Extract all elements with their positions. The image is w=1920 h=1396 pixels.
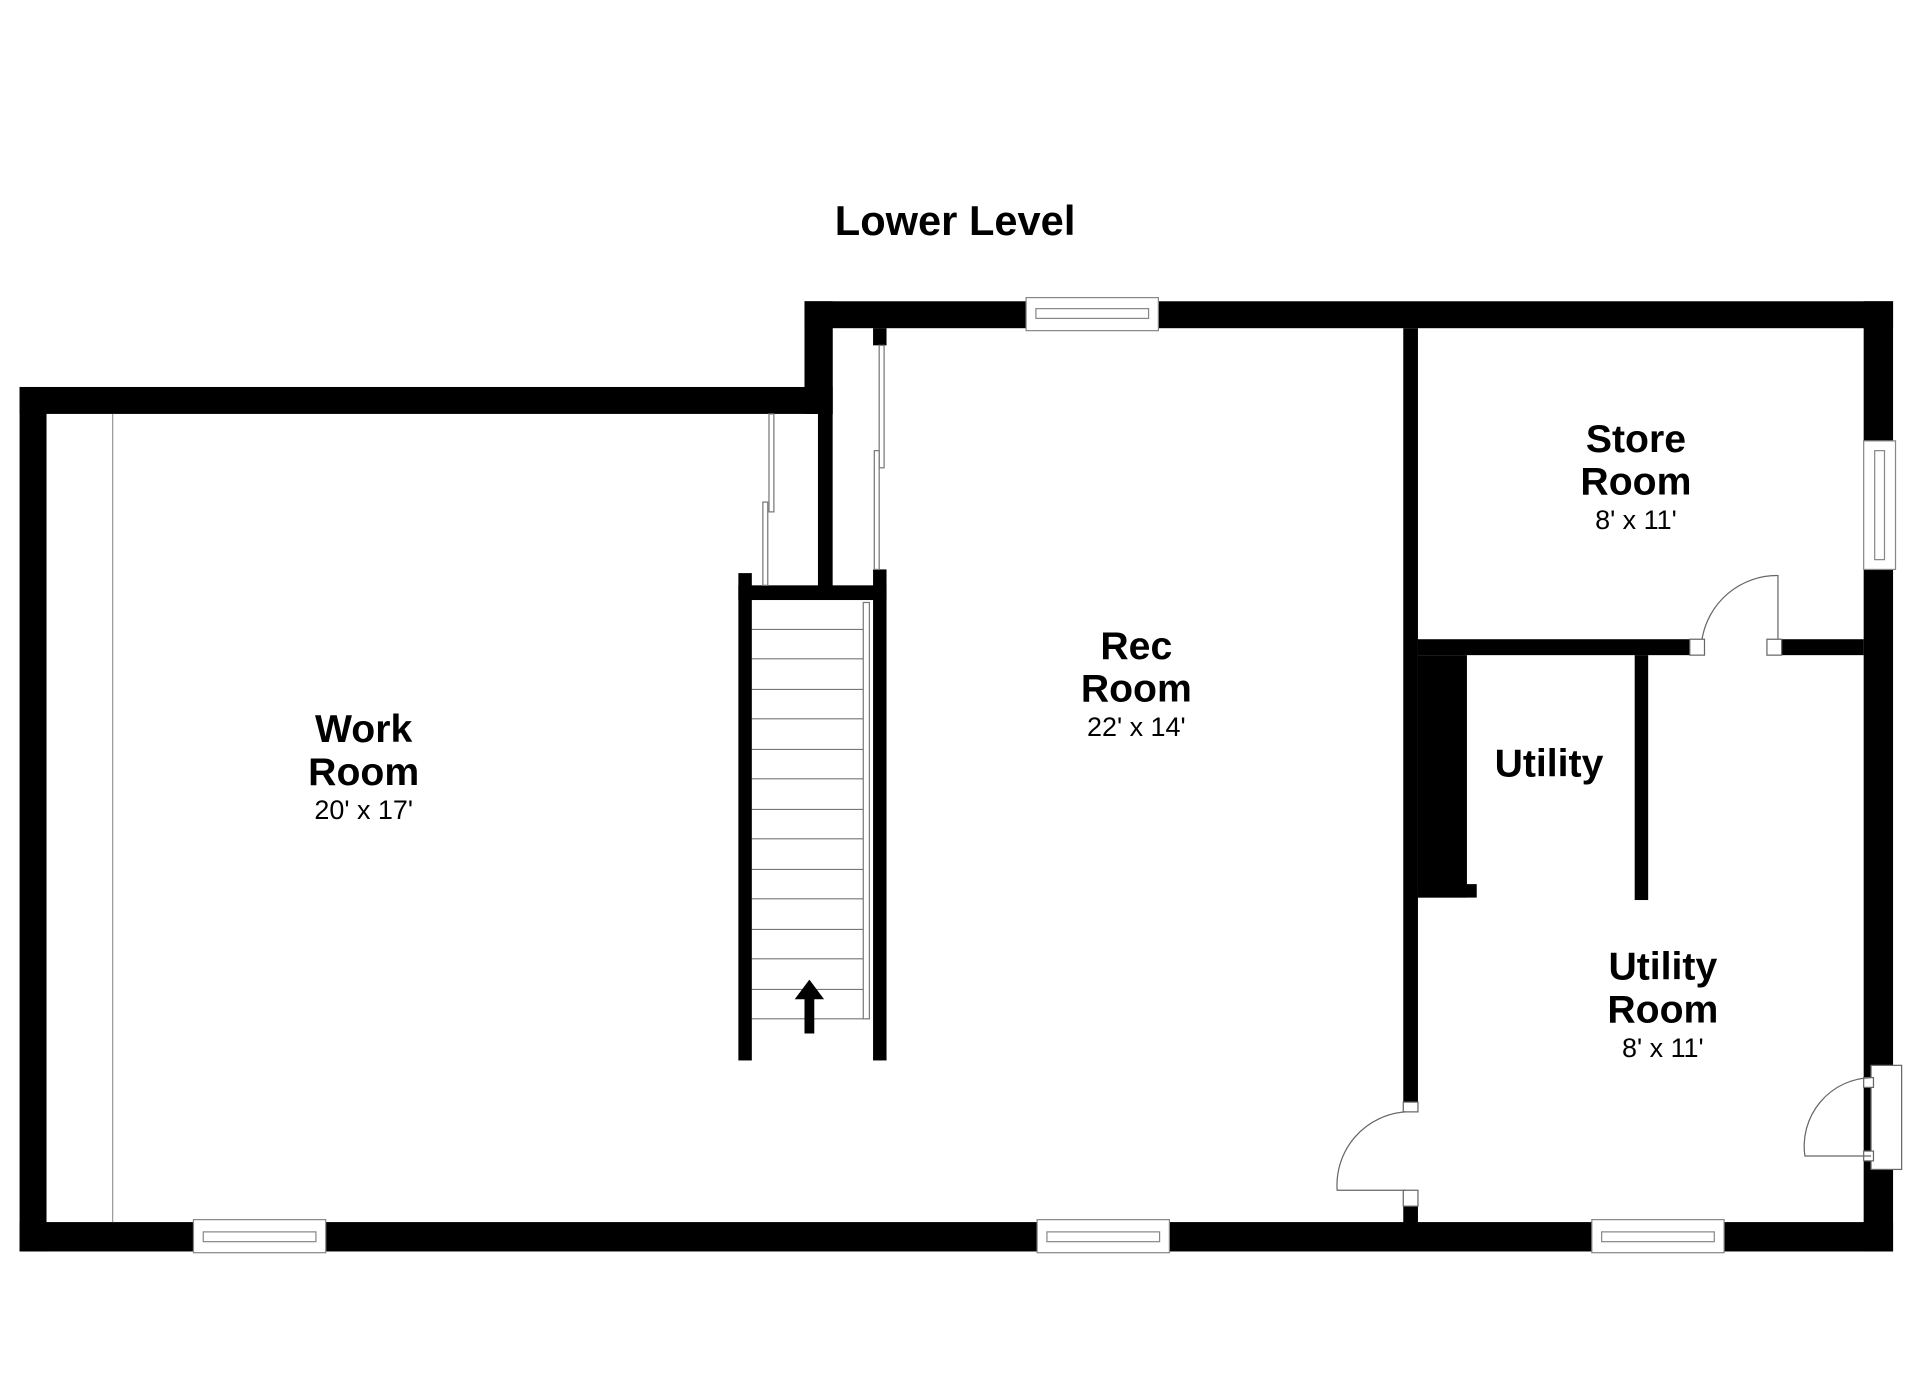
windows	[192, 296, 1897, 1254]
arrow-up-icon	[794, 979, 825, 1034]
room-size: 20' x 17'	[314, 795, 413, 825]
room-name: Work	[315, 708, 412, 751]
plan-title: Lower Level	[835, 197, 1076, 244]
closet-sliding-doors	[762, 344, 885, 586]
room-rec: Rec Room 22' x 14'	[1081, 625, 1192, 742]
room-name: Room	[1580, 461, 1691, 504]
room-name: Rec	[1100, 625, 1172, 668]
room-name: Room	[308, 751, 419, 794]
doors	[1336, 574, 1903, 1207]
room-name: Room	[1607, 988, 1718, 1031]
room-name: Room	[1081, 668, 1192, 711]
room-name: Store	[1586, 418, 1686, 461]
stairs	[751, 601, 870, 1020]
room-utility-closet: Utility	[1495, 742, 1604, 785]
room-size: 22' x 14'	[1087, 712, 1186, 742]
room-work: Work Room 20' x 17'	[308, 708, 419, 825]
room-name: Utility	[1608, 946, 1717, 989]
room-utility: Utility Room 8' x 11'	[1607, 946, 1718, 1063]
room-size: 8' x 11'	[1595, 505, 1677, 535]
room-store: Store Room 8' x 11'	[1580, 418, 1691, 535]
room-size: 8' x 11'	[1622, 1033, 1704, 1063]
room-name: Utility	[1495, 742, 1604, 785]
